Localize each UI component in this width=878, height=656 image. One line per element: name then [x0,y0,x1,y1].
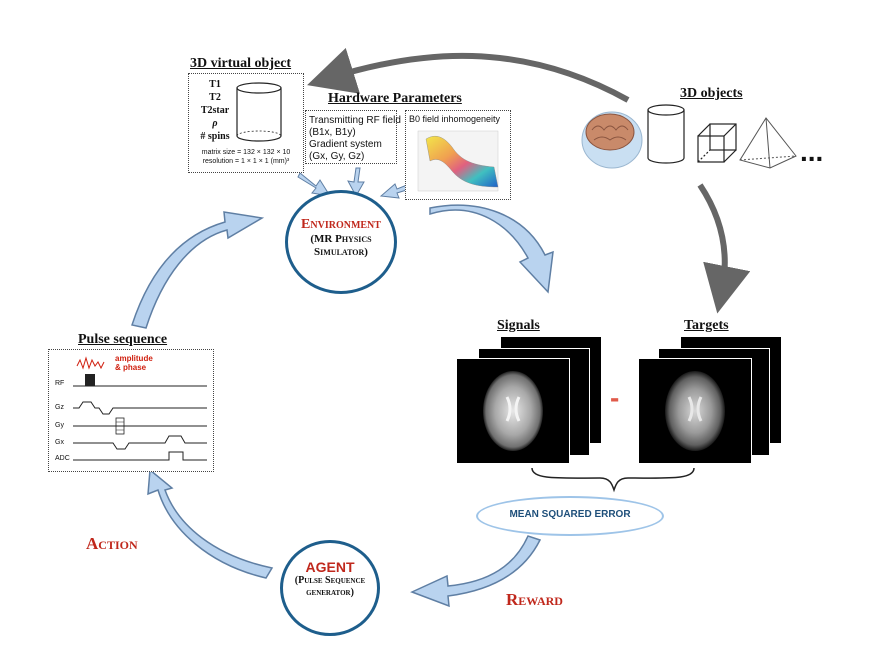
pulse-sequence-diagram [73,356,207,461]
agent-line2: generator) [306,587,354,598]
row-label-adc: ADC [55,455,70,462]
environment-title: Environment [301,217,381,232]
param-rho: ρ [212,118,218,129]
virtual-object-meta: matrix size = 132 × 132 × 10 resolution … [189,148,303,166]
pulse-to-env-arrow [131,211,265,329]
resolution: resolution = 1 × 1 × 1 (mm)³ [202,158,290,165]
virtual-object-params: T1 T2 T2star ρ # spins [197,78,233,143]
cylinder-icon [236,82,282,142]
environment-node: Environment (MR Physics Simulator) [285,190,397,294]
objects-to-targets-arrow [697,183,751,314]
b0-label: B0 field inhomogeneity [409,114,501,124]
targets-title: Targets [684,318,729,333]
signal-slice-front [456,358,570,464]
signals-title: Signals [497,318,540,333]
param-t2: T2 [209,92,221,103]
objects-to-virtual-arrow [307,47,630,103]
param-t1: T1 [209,79,221,90]
b0-surface-plot [417,130,499,192]
env-to-signals-arrow [429,204,554,294]
agent-line1: (Pulse Sequence [294,575,366,586]
hardware-title: Hardware Parameters [328,91,462,106]
virtual-object-title: 3D virtual object [190,56,292,71]
param-spins: # spins [200,131,230,142]
minus-sign: - [610,382,620,413]
brain-mri-target [665,371,725,451]
rf-label: Transmitting RF field [309,115,401,126]
amp-label: amplitude [115,354,153,363]
rf-gradient-box: Transmitting RF field (B1x, B1y) Gradien… [305,110,401,164]
action-label: Action [86,534,138,553]
row-label-rf: RF [55,380,65,387]
environment-line2: Simulator) [314,246,368,258]
row-label-gz: Gz [55,404,64,411]
mse-label: MEAN SQUARED ERROR [509,509,631,520]
hardware-to-env-arrow [347,167,365,198]
param-t2star: T2star [200,105,230,116]
agent-title: AGENT [305,559,355,575]
brace [531,467,695,493]
objects-ellipsis: ... [800,136,824,167]
matrix-size: matrix size = 132 × 132 × 10 [201,149,291,156]
environment-line1: (MR Physics [310,233,372,245]
gradient-values: (Gx, Gy, Gz) [309,151,365,162]
rf-values: (B1x, B1y) [309,127,356,138]
virtual-object-box: T1 T2 T2star ρ # spins matrix size = 132… [188,73,304,173]
pulse-sequence-title: Pulse sequence [78,332,168,347]
reward-label: Reward [506,590,563,609]
row-label-gx: Gx [55,439,64,446]
agent-node: AGENT (Pulse Sequence generator) [280,540,380,636]
amp-phase-label: amplitude & phase [115,354,153,372]
mse-node: MEAN SQUARED ERROR [476,496,664,536]
mse-to-agent-arrow [410,535,542,608]
row-label-gy: Gy [55,422,64,429]
objects-3d-title: 3D objects [680,86,743,101]
target-slice-front [638,358,752,464]
brain-mri-signal [483,371,543,451]
gradient-label: Gradient system [309,139,382,150]
agent-to-pulse-arrow [147,468,274,579]
phase-label: & phase [115,363,147,372]
b0-box: B0 field inhomogeneity [405,110,511,200]
pulse-sequence-box: amplitude & phase RF Gz Gy Gx ADC [48,349,214,472]
